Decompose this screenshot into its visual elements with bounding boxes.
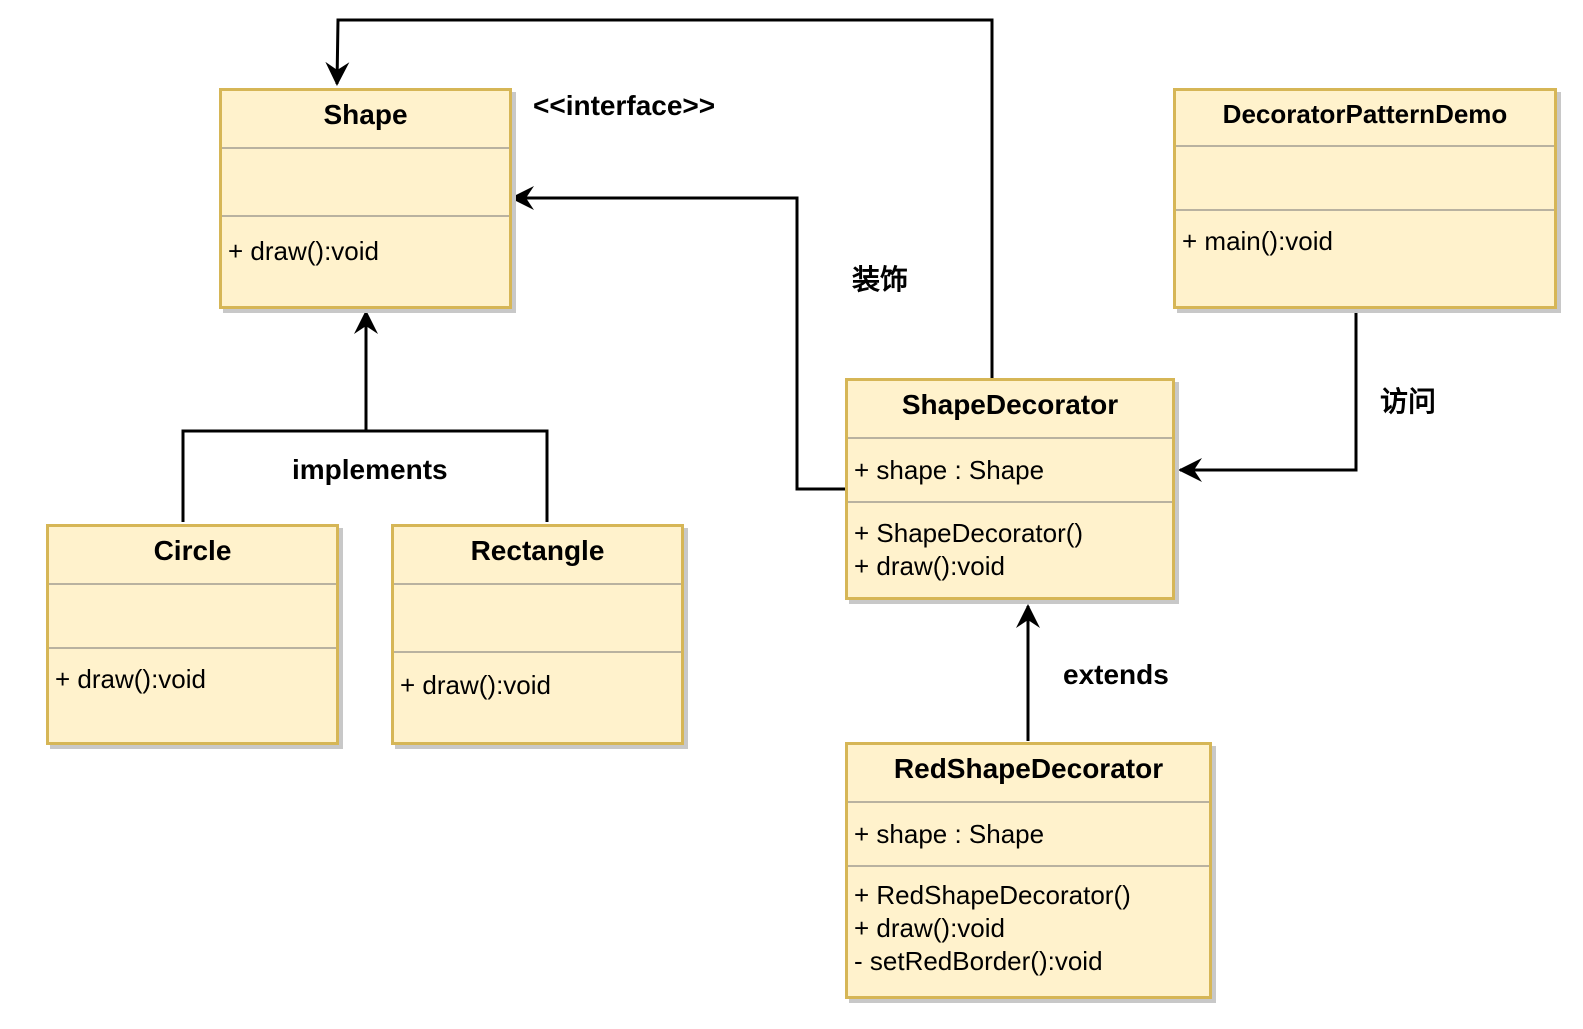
class-decorator-pattern-demo[interactable]: DecoratorPatternDemo + main():void bbox=[1173, 88, 1557, 309]
operation: + RedShapeDecorator() bbox=[854, 880, 1131, 910]
class-shape[interactable]: Shape + draw():void bbox=[219, 88, 512, 309]
implements-label: implements bbox=[292, 454, 448, 485]
class-shape-decorator[interactable]: ShapeDecorator + shape : Shape + ShapeDe… bbox=[845, 378, 1175, 600]
operation: + draw():void bbox=[228, 236, 379, 266]
operation-compartment: + draw():void bbox=[49, 649, 336, 696]
class-name: Rectangle bbox=[394, 527, 681, 585]
operation-compartment: + ShapeDecorator() + draw():void bbox=[848, 503, 1172, 583]
rectangle-implements-edge bbox=[366, 429, 549, 522]
operation-compartment: + draw():void bbox=[394, 653, 681, 702]
class-name: Shape bbox=[222, 91, 509, 149]
operation: + draw():void bbox=[854, 913, 1005, 943]
operation: + main():void bbox=[1182, 226, 1333, 256]
class-red-shape-decorator[interactable]: RedShapeDecorator + shape : Shape + RedS… bbox=[845, 742, 1212, 999]
operation: + ShapeDecorator() bbox=[854, 518, 1084, 548]
circle-implements-edge bbox=[181, 429, 366, 522]
attribute-compartment bbox=[1176, 147, 1554, 211]
attribute-compartment: + shape : Shape bbox=[848, 803, 1209, 867]
class-rectangle[interactable]: Rectangle + draw():void bbox=[391, 524, 684, 745]
decorator-to-shape-edge bbox=[325, 18, 994, 378]
extends-label: extends bbox=[1063, 659, 1169, 690]
access-edge bbox=[1178, 310, 1358, 482]
class-name: RedShapeDecorator bbox=[848, 745, 1209, 803]
class-circle[interactable]: Circle + draw():void bbox=[46, 524, 339, 745]
operation-compartment: + main():void bbox=[1176, 211, 1554, 258]
operation: - setRedBorder():void bbox=[854, 946, 1103, 976]
access-label: 访问 bbox=[1380, 385, 1437, 418]
attribute: + shape : Shape bbox=[854, 454, 1045, 485]
operation: + draw():void bbox=[55, 664, 206, 694]
operation-compartment: + draw():void bbox=[222, 217, 509, 268]
decorate-edge bbox=[510, 186, 845, 491]
operation: + draw():void bbox=[854, 551, 1005, 581]
attribute-compartment bbox=[49, 585, 336, 649]
class-name: DecoratorPatternDemo bbox=[1176, 91, 1554, 147]
attribute-compartment bbox=[222, 149, 509, 217]
interface-stereotype-label: <<interface>> bbox=[533, 90, 716, 121]
class-name: Circle bbox=[49, 527, 336, 585]
class-name: ShapeDecorator bbox=[848, 381, 1172, 439]
decorate-label: 装饰 bbox=[852, 263, 909, 296]
attribute-compartment bbox=[394, 585, 681, 653]
attribute: + shape : Shape bbox=[854, 818, 1045, 849]
attribute-compartment: + shape : Shape bbox=[848, 439, 1172, 503]
operation: + draw():void bbox=[400, 670, 551, 700]
operation-compartment: + RedShapeDecorator() + draw():void - se… bbox=[848, 867, 1209, 978]
